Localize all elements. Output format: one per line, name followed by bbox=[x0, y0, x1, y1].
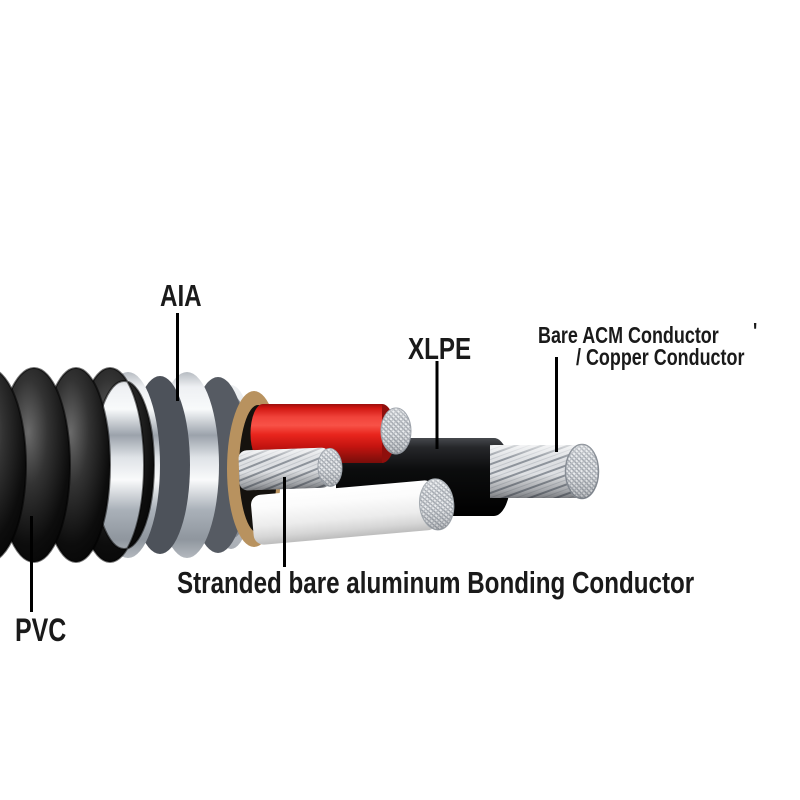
bonding-strand-shade bbox=[238, 447, 331, 491]
red-insulation bbox=[250, 404, 382, 463]
red-conductor bbox=[250, 404, 412, 463]
pvc-label: PVC bbox=[15, 612, 67, 648]
bonding-conductor bbox=[238, 447, 343, 491]
jacket-bump bbox=[0, 371, 27, 559]
white-insulation bbox=[251, 480, 438, 545]
xlpe-label: XLPE bbox=[408, 331, 472, 366]
red-tip-shade bbox=[381, 408, 411, 454]
bare-acm-label-line2: / Copper Conductor bbox=[576, 344, 745, 370]
white-conductor bbox=[251, 478, 455, 545]
white-tip-shade bbox=[419, 478, 454, 530]
acm-strands bbox=[490, 443, 600, 500]
leader-lines bbox=[30, 313, 558, 612]
pvc-jacket bbox=[0, 367, 156, 563]
bonding-conductor-label: Stranded bare aluminum Bonding Conductor bbox=[177, 565, 695, 600]
bare-acm-label-line1: Bare ACM Conductor bbox=[538, 322, 719, 348]
aia-label: AIA bbox=[160, 278, 202, 313]
stray-mark: ' bbox=[753, 318, 758, 344]
bonding-tip-shade bbox=[317, 448, 342, 487]
acm-tip-shade bbox=[565, 444, 599, 499]
